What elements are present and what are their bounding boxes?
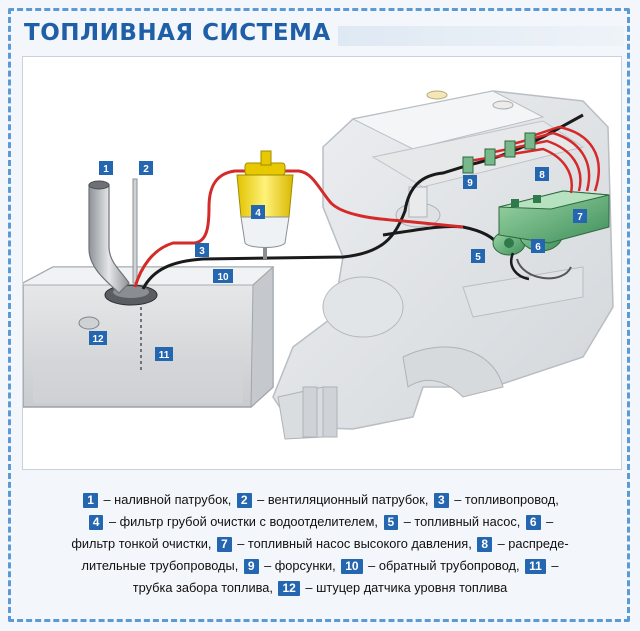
callout-1: 1	[99, 161, 113, 175]
legend-text: лительные трубопроводы,	[81, 558, 242, 573]
legend-text: – вентиляционный патрубок,	[253, 492, 433, 507]
legend-line-5: трубка забора топлива, 12 – штуцер датчи…	[14, 580, 626, 596]
legend-line-4: лительные трубопроводы, 9 – форсунки, 10…	[14, 558, 626, 574]
callout-10-label: 10	[217, 272, 229, 283]
callout-5: 5	[471, 249, 485, 263]
legend-num: 1	[83, 493, 98, 508]
callout-7-label: 7	[577, 212, 583, 223]
callout-9: 9	[463, 175, 477, 189]
callout-11-label: 11	[159, 350, 170, 361]
high-pressure-pump	[498, 190, 610, 244]
callout-8: 8	[535, 167, 549, 181]
legend-num: 4	[88, 515, 104, 530]
callout-8-label: 8	[539, 170, 545, 181]
legend-num: 12	[278, 581, 300, 596]
legend-text: – топливопровод,	[450, 492, 559, 507]
callout-4: 4	[251, 205, 265, 219]
callout-2: 2	[139, 161, 153, 175]
callout-3-label: 3	[199, 246, 205, 257]
fuel-system-diagram: 1 2 3 4 5 6 7 8 9 10 11 12	[22, 90, 614, 440]
legend-text: – топливный насос высокого давления,	[233, 536, 476, 551]
callout-12: 12	[89, 331, 107, 345]
callout-5-label: 5	[475, 252, 481, 263]
engine-block	[272, 90, 614, 440]
callout-10: 10	[213, 269, 233, 283]
callout-9-label: 9	[467, 178, 473, 189]
callout-7: 7	[573, 209, 587, 223]
legend-num: 3	[434, 493, 449, 508]
callout-12-label: 12	[92, 334, 104, 345]
level-sensor-fitting	[78, 316, 100, 330]
callout-11: 11	[155, 347, 173, 361]
legend-num: 8	[477, 537, 493, 552]
callout-3: 3	[195, 243, 209, 257]
legend-num: 11	[525, 559, 546, 574]
legend-text: – форсунки,	[260, 558, 340, 573]
callout-1-label: 1	[103, 164, 109, 175]
injectors	[462, 132, 536, 174]
vent-pipe	[132, 178, 138, 284]
page-frame	[8, 8, 630, 622]
legend-num: 9	[243, 559, 259, 574]
callout-6: 6	[531, 239, 545, 253]
legend-line-1: 1 – наливной патрубок, 2 – вентиляционны…	[14, 492, 626, 508]
fuel-line	[133, 169, 253, 288]
callout-4-label: 4	[255, 208, 261, 219]
legend-text: трубка забора топлива,	[132, 580, 277, 595]
legend-text: –	[547, 558, 559, 573]
legend: 1 – наливной патрубок, 2 – вентиляционны…	[14, 480, 626, 612]
legend-text: – обратный трубопровод,	[364, 558, 524, 573]
legend-text: – распреде-	[494, 536, 569, 551]
distribution-lines	[468, 125, 600, 194]
legend-text: – штуцер датчика уровня топлива	[301, 580, 508, 595]
legend-num: 7	[216, 537, 232, 552]
legend-text: –	[542, 514, 554, 529]
legend-line-3: фильтр тонкой очистки, 7 – топливный нас…	[14, 536, 626, 552]
fuel-tank	[22, 265, 275, 409]
legend-text: – топливный насос,	[400, 514, 524, 529]
page-title: ТОПЛИВНАЯ СИСТЕМА	[24, 20, 331, 46]
legend-num: 2	[236, 493, 252, 508]
legend-text: – фильтр грубой очистки с водоотделителе…	[105, 514, 382, 529]
legend-text: фильтр тонкой очистки,	[71, 536, 215, 551]
callout-2-label: 2	[143, 164, 149, 175]
legend-text: – наливной патрубок,	[99, 492, 235, 507]
diagram-stage: 1 2 3 4 5 6 7 8 9 10 11 12	[22, 56, 622, 470]
legend-line-2: 4 – фильтр грубой очистки с водоотделите…	[14, 514, 626, 530]
legend-num: 10	[341, 559, 363, 574]
filler-neck	[88, 184, 130, 294]
legend-num: 6	[525, 515, 541, 530]
title-bar-decoration	[338, 26, 624, 46]
legend-num: 5	[383, 515, 399, 530]
callout-6-label: 6	[535, 242, 541, 253]
